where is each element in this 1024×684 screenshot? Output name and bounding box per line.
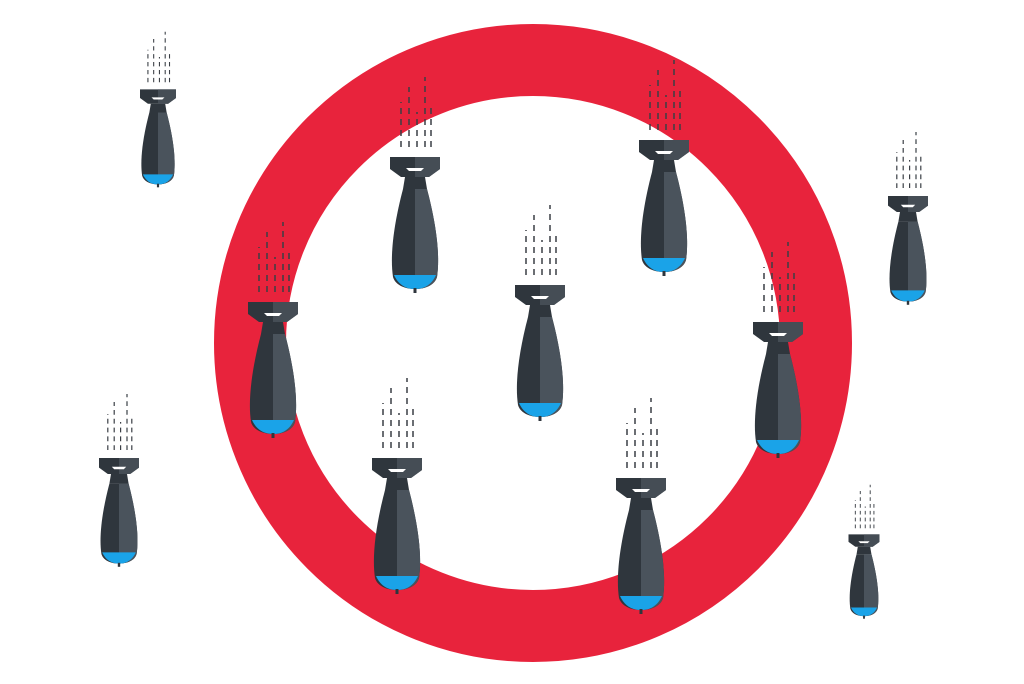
falling-bomb-icon	[98, 393, 140, 568]
prohibition-ring-icon	[214, 24, 852, 662]
falling-bomb-icon	[139, 31, 177, 188]
falling-bomb-icon	[848, 484, 880, 620]
falling-bomb-icon	[371, 377, 423, 595]
falling-bomb-icon	[615, 397, 667, 615]
falling-bomb-icon	[514, 204, 566, 422]
falling-bomb-icon	[887, 131, 929, 306]
